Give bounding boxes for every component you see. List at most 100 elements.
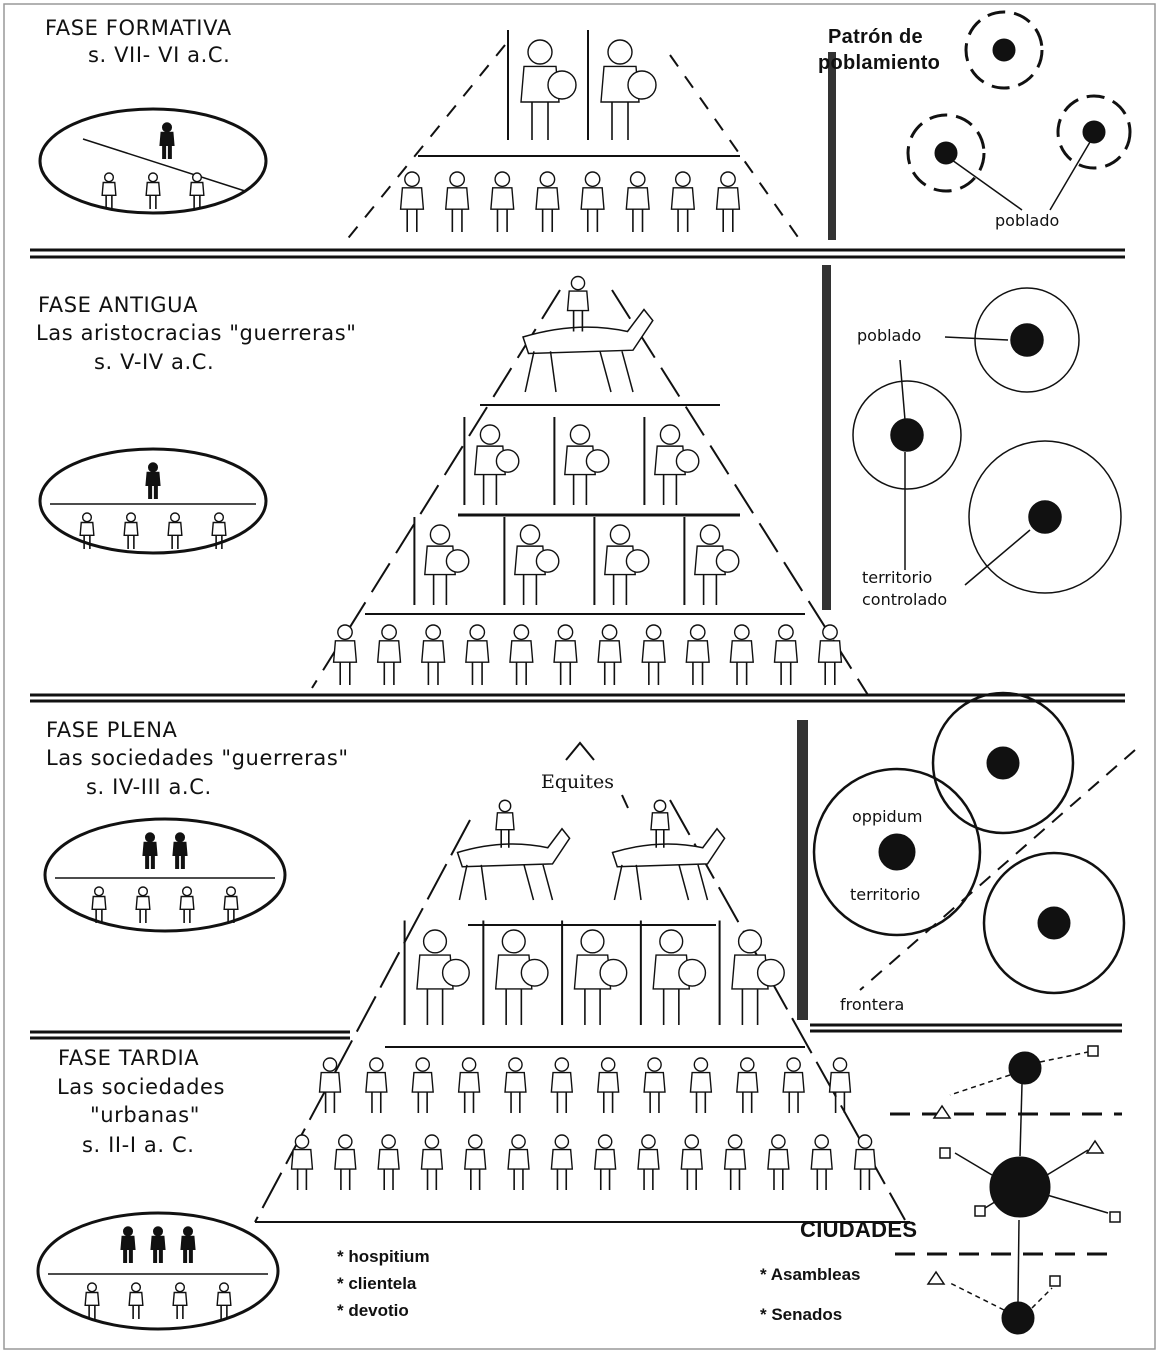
commoner-figure: [507, 1134, 530, 1190]
phase-2-subtitle: Las aristocracias "guerreras": [36, 321, 357, 345]
poblado-label-1: poblado: [995, 211, 1060, 230]
commoner-figure: [641, 624, 666, 685]
commoner-figure: [773, 624, 799, 685]
warrior-figure: [413, 517, 470, 605]
commoner-figure: [553, 624, 578, 685]
commoner-figure: [464, 1134, 487, 1190]
commoner-figure: [593, 1134, 617, 1190]
commoner-figure: [145, 172, 161, 209]
commoner-figure: [685, 624, 710, 685]
commoner-figure: [334, 1134, 357, 1190]
outer-frame: [3, 3, 1156, 1350]
commoner-figure: [167, 512, 183, 549]
oppidum-label: oppidum: [852, 807, 923, 826]
pattern-title-1: Patrón de: [828, 26, 923, 48]
commoner-figure: [79, 512, 95, 549]
social-structure-ovals: [36, 107, 287, 1331]
commoner-figure: [376, 624, 402, 685]
warrior-figure: [503, 517, 560, 605]
elite-figure: [150, 1226, 166, 1263]
commoner-figure: [223, 886, 239, 923]
commoner-figure: [597, 624, 622, 685]
urban-network: [890, 1045, 1122, 1335]
commoner-figure: [810, 1134, 833, 1190]
tie-hospitium: * hospitium: [337, 1247, 430, 1266]
social-oval-4: [36, 1211, 280, 1331]
phase-4-date: s. II-I a. C.: [82, 1133, 195, 1157]
warrior-figure: [593, 517, 650, 605]
commoner-figure: [399, 171, 425, 232]
phase-4-subtitle-2: "urbanas": [90, 1103, 200, 1127]
frontera-label: frontera: [840, 995, 905, 1014]
warrior-figure: [507, 30, 577, 140]
commoner-figure: [637, 1134, 660, 1190]
warrior-figure: [561, 920, 628, 1025]
commoner-figure: [420, 1134, 444, 1190]
horse-rider-figure: [611, 799, 726, 901]
commoner-figure: [318, 1057, 342, 1113]
social-oval-3: [43, 817, 287, 933]
commoner-figure: [782, 1057, 805, 1113]
elite-figure: [159, 122, 175, 159]
phase-separators: [30, 248, 1125, 1040]
territorio-label-2: controlado: [862, 590, 948, 609]
warrior-figure: [403, 920, 470, 1025]
warrior-figure: [718, 920, 785, 1025]
pyramid-figures: [290, 30, 877, 1190]
commoner-figure: [216, 1282, 232, 1319]
warrior-figure: [482, 920, 549, 1025]
commoner-figure: [465, 624, 490, 685]
commoner-figure: [817, 624, 843, 685]
commoner-figure: [715, 171, 741, 232]
asambleas-label: * Asambleas: [760, 1265, 861, 1284]
commoner-figure: [670, 171, 696, 232]
commoner-figure: [377, 1134, 400, 1190]
phase-1-title: FASE FORMATIVA: [45, 16, 232, 40]
phase-1-date: s. VII- VI a.C.: [88, 43, 231, 67]
commoner-figure: [290, 1134, 314, 1190]
phase-4-title: FASE TARDIA: [58, 1046, 200, 1070]
tie-clientela: * clientela: [337, 1274, 417, 1293]
commoner-figure: [643, 1057, 666, 1113]
commoner-figure: [172, 1282, 188, 1319]
commoner-figure: [179, 886, 195, 923]
commoner-figure: [729, 624, 754, 685]
commoner-figure: [135, 886, 151, 923]
senados-label: * Senados: [760, 1305, 843, 1324]
commoner-figure: [828, 1057, 852, 1113]
phase-4-subtitle: Las sociedades: [57, 1075, 226, 1099]
commoner-figure: [550, 1134, 574, 1190]
elite-figure: [180, 1226, 196, 1263]
warrior-figure: [643, 417, 700, 505]
warrior-figure: [587, 30, 657, 140]
elite-figure: [172, 832, 188, 869]
commoner-figure: [689, 1057, 713, 1113]
social-pyramids: [254, 44, 910, 1223]
commoner-figure: [444, 171, 470, 232]
commoner-figure: [91, 886, 107, 923]
commoner-figure: [101, 172, 117, 209]
social-oval-2: [38, 447, 268, 555]
social-oval-1: [38, 107, 268, 215]
phase-2-date: s. V-IV a.C.: [94, 350, 215, 374]
phase-3-date: s. IV-III a.C.: [86, 775, 212, 799]
commoner-figure: [490, 171, 515, 232]
warrior-figure: [553, 417, 610, 505]
commoner-figure: [580, 171, 605, 232]
tie-devotio: * devotio: [337, 1301, 409, 1320]
vertical-bars: [797, 52, 836, 1020]
commoner-figure: [767, 1134, 790, 1190]
commoner-figure: [365, 1057, 388, 1113]
warrior-figure: [683, 517, 740, 605]
territorio-label-1: territorio: [862, 568, 933, 587]
commoner-figure: [723, 1134, 747, 1190]
formative-settlements: [906, 10, 1132, 211]
commoner-figure: [625, 171, 650, 232]
commoner-figure: [550, 1057, 574, 1113]
commoner-figure: [457, 1057, 481, 1113]
commoner-figure: [504, 1057, 527, 1113]
elite-figure: [120, 1226, 136, 1263]
phase-2-title: FASE ANTIGUA: [38, 293, 199, 317]
commoner-figure: [535, 171, 560, 232]
